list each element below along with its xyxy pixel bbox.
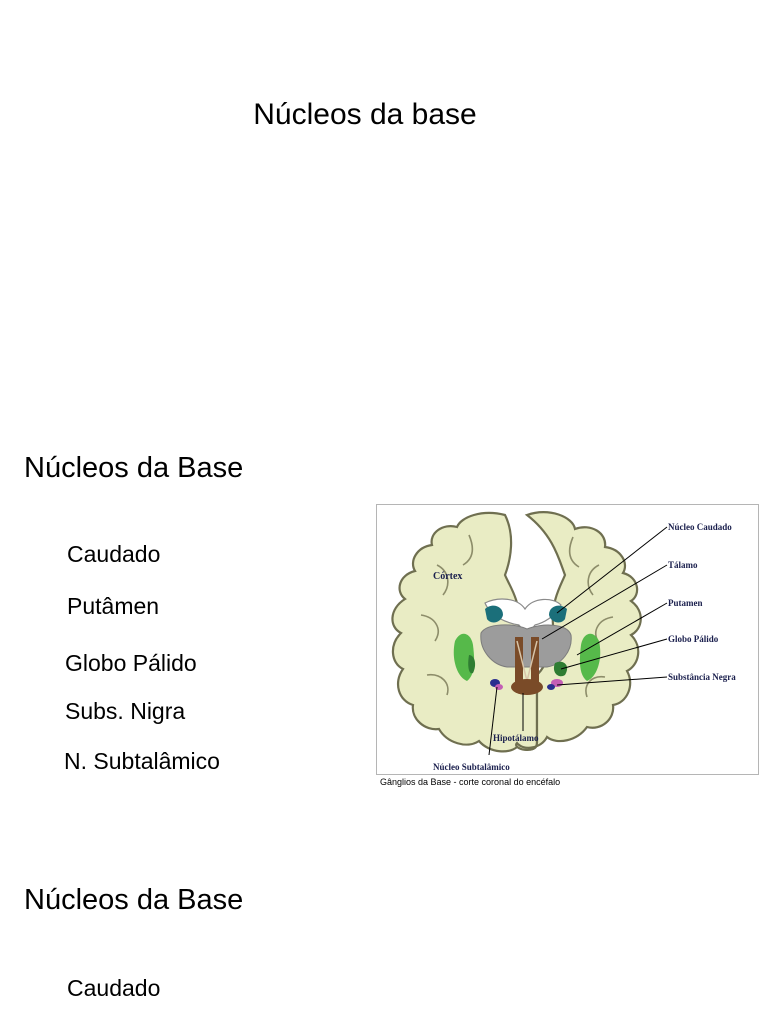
list-item-caudado-2: Caudado (67, 975, 161, 1001)
list-item-caudado: Caudado (67, 541, 161, 567)
nigra-left (495, 684, 503, 690)
label-putamen: Putamen (668, 598, 703, 608)
label-nucleo-subtalamico: Núcleo Subtalâmico (433, 762, 510, 772)
list-item-subs-nigra: Subs. Nigra (65, 698, 186, 724)
list-item-putamen: Putâmen (67, 593, 160, 619)
leader-lines (488, 526, 668, 756)
globus-pallidus-right (553, 661, 568, 677)
label-nucleo-caudado: Núcleo Caudado (668, 522, 732, 532)
label-substancia-negra: Substância Negra (668, 672, 736, 682)
midbrain (511, 679, 543, 695)
hypothalamus (515, 637, 539, 683)
brain-coronal-figure: Córtex Núcleo Caudado Tálamo Putamen Glo… (376, 504, 759, 775)
list-item-globo-palido: Globo Pálido (65, 650, 197, 676)
label-talamo: Tálamo (668, 560, 698, 570)
caudate-right (549, 605, 567, 623)
globus-pallidus-left (468, 655, 476, 674)
thalamus (480, 624, 572, 668)
ventricles (484, 598, 562, 636)
figure-caption: Gânglios da Base - corte coronal do encé… (380, 777, 561, 787)
putamen-right (579, 633, 601, 681)
label-cortex: Córtex (433, 571, 462, 582)
subthalamic-right (547, 684, 555, 690)
list-item-n-subtalamico: N. Subtalâmico (64, 748, 220, 774)
slide2-title: Núcleos da Base (24, 452, 244, 484)
label-globo-palido: Globo Pálido (668, 634, 719, 644)
slide1-title: Núcleos da base (253, 98, 477, 131)
caudate-left (485, 605, 503, 623)
brain-diagram: Córtex Núcleo Caudado Tálamo Putamen Glo… (391, 511, 736, 772)
label-hipotalamo: Hipotálamo (493, 733, 539, 743)
slide3-title: Núcleos da Base (24, 884, 244, 916)
